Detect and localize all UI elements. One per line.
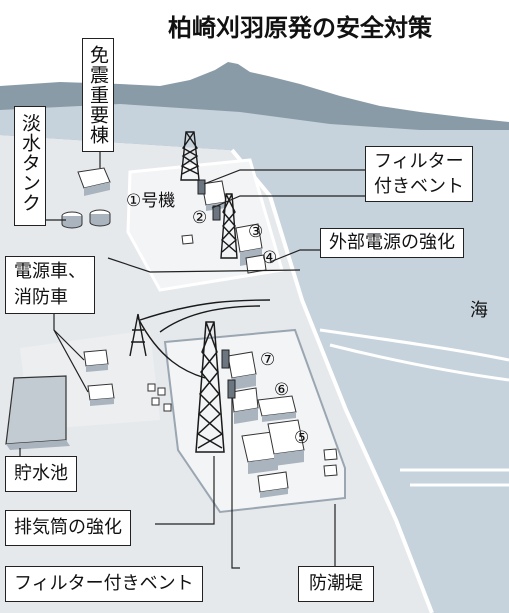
label-water-tank: 淡水タンク [14, 106, 46, 226]
seawall-line [230, 148, 434, 613]
power-transmission-lines [129, 299, 271, 379]
exhaust-stack-north-2 [220, 193, 238, 259]
label-reservoir: 貯水池 [5, 456, 77, 492]
label-power-enhance: 外部電源の強化 [320, 228, 464, 258]
unit-label-6: ⑥ [274, 380, 290, 400]
label-emergency-building: 免震重要棟 [82, 38, 114, 152]
emergency-building [77, 167, 111, 196]
sea-contours [319, 328, 509, 487]
unit-label-2: ② [192, 208, 208, 228]
power-vehicles [83, 349, 115, 406]
reservoir-pool [5, 375, 70, 450]
water-tanks [61, 209, 111, 229]
label-filter-vent-top: フィルター 付きベント [365, 146, 473, 202]
south-reactor-buildings [227, 351, 338, 498]
unit-label-5: ⑤ [294, 428, 310, 448]
north-reactor-buildings [181, 180, 267, 274]
unit-label-7: ⑦ [260, 350, 276, 370]
unit-label-1: ①号機 [126, 191, 176, 211]
exhaust-stack-north-1 [180, 131, 200, 181]
label-vehicles: 電源車、 消防車 [5, 256, 95, 314]
pad-south [163, 328, 346, 514]
page-title: 柏崎刈羽原発の安全対策 [168, 14, 432, 42]
exhaust-stack-south [195, 321, 225, 453]
label-filter-vent-bottom: フィルター付きベント [5, 566, 203, 602]
unit-label-3: ③ [248, 222, 264, 242]
label-stack-enhance: 排気筒の強化 [5, 510, 131, 546]
unit-label-4: ④ [262, 248, 278, 268]
label-sea: 海 [470, 300, 488, 321]
label-seawall: 防潮堤 [298, 566, 374, 602]
small-sheds [147, 383, 172, 412]
